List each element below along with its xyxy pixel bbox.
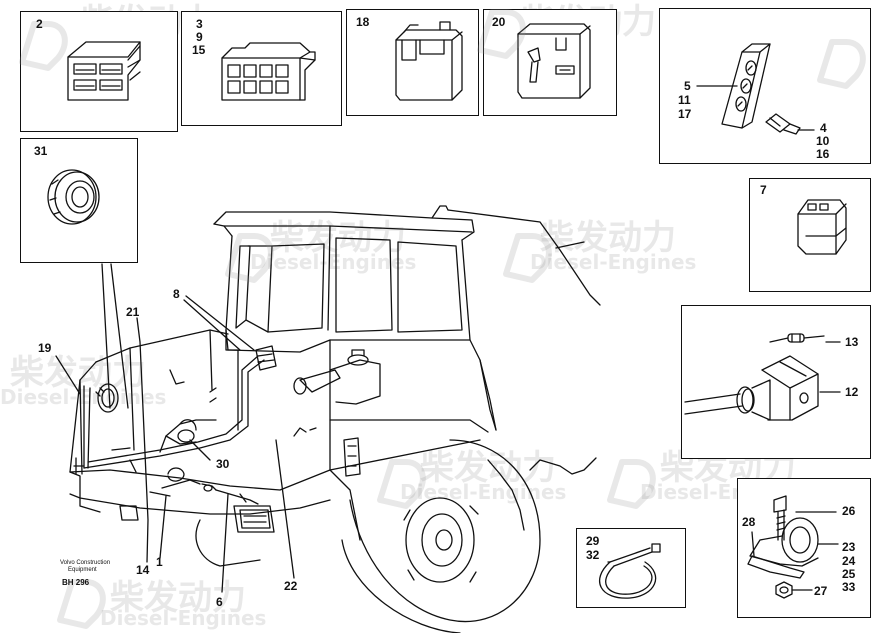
callout-22: 22	[284, 579, 298, 593]
detail-box-31	[20, 138, 138, 263]
callout-33: 33	[842, 580, 856, 594]
detail-box-18	[346, 9, 479, 116]
callout-27: 27	[814, 584, 828, 598]
leader-lines	[55, 263, 611, 593]
callout-9: 9	[196, 30, 203, 44]
callout-25: 25	[842, 567, 856, 581]
sensor-12-icon	[684, 355, 819, 421]
callout-3: 3	[196, 17, 203, 31]
relay-18-icon	[395, 21, 463, 101]
detail-box-2	[20, 11, 178, 132]
leader-28	[751, 531, 755, 557]
callout-26: 26	[842, 504, 856, 518]
callout-31: 31	[34, 144, 48, 158]
callout-28: 28	[742, 515, 756, 529]
detail-box-5-4	[659, 8, 871, 164]
clamp-assembly-icon	[747, 495, 819, 599]
callout-21: 21	[126, 305, 140, 319]
callout-23: 23	[842, 540, 856, 554]
cable-tie-29-icon	[598, 543, 661, 599]
callout-5: 5	[684, 79, 691, 93]
connector-2-icon	[67, 41, 141, 101]
callout-14: 14	[136, 563, 150, 577]
detail-box-23-28	[737, 478, 871, 618]
machine-illustration	[69, 205, 601, 633]
callout-13: 13	[845, 335, 859, 349]
callout-16: 16	[816, 147, 830, 161]
callout-11: 11	[678, 93, 691, 107]
caption-line1: Volvo Construction	[60, 560, 111, 566]
pin-4-icon	[765, 113, 801, 135]
caption-code: BH 296	[62, 578, 90, 587]
callout-20: 20	[492, 15, 506, 29]
callout-12: 12	[845, 385, 859, 399]
detail-box-7	[749, 178, 871, 292]
callout-18: 18	[356, 15, 370, 29]
callout-1: 1	[156, 555, 163, 569]
detail-box-12-13	[681, 305, 871, 459]
strip-connector-5-icon	[721, 43, 771, 129]
callout-10: 10	[816, 134, 830, 148]
callout-7: 7	[760, 183, 767, 197]
watermark-logo	[19, 9, 866, 629]
callout-8: 8	[173, 287, 180, 301]
caption-line2: Equipment	[68, 567, 97, 573]
callout-24: 24	[842, 554, 856, 568]
relay-20-icon	[517, 23, 591, 99]
detail-box-29-32	[576, 528, 686, 608]
callout-30: 30	[216, 457, 230, 471]
callout-19: 19	[38, 341, 52, 355]
callout-15: 15	[192, 43, 206, 57]
resistor-13-icon	[769, 333, 825, 343]
grommet-31-icon	[47, 169, 100, 225]
connector-3-icon	[221, 42, 316, 101]
callout-29: 29	[586, 534, 600, 548]
callout-6: 6	[216, 595, 223, 609]
callout-4: 4	[820, 121, 827, 135]
callout-32: 32	[586, 548, 600, 562]
callout-2: 2	[36, 17, 43, 31]
callout-17: 17	[678, 107, 692, 121]
detail-box-3	[181, 11, 342, 126]
terminal-7-icon	[797, 199, 847, 255]
